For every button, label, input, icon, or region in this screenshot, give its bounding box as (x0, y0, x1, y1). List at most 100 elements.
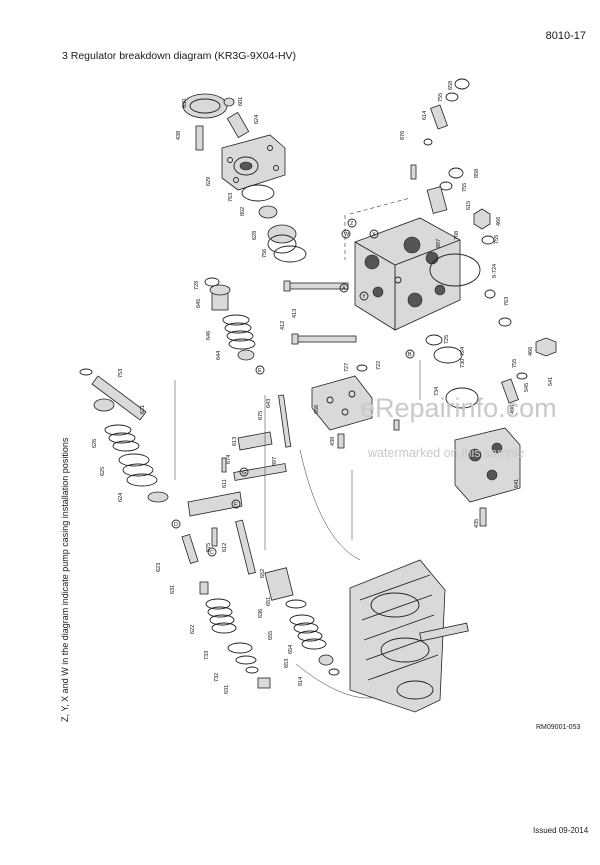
marker-c (207, 547, 217, 557)
o-ring-755 (445, 92, 459, 102)
part-label: 651 (266, 597, 272, 606)
marker-e (255, 365, 265, 375)
part-label: 624 (254, 115, 260, 124)
page-number: 8010-17 (545, 30, 586, 42)
issued-date: Issued 09-2014 (533, 826, 589, 835)
part-label: 412 (280, 321, 286, 330)
marker-b (405, 349, 415, 359)
spool-652 (235, 519, 256, 575)
marker-d (171, 519, 181, 529)
left-spring-stack (204, 277, 256, 361)
spring-625 (118, 453, 158, 487)
marker-letter: C (210, 550, 214, 556)
plug-614 (430, 104, 448, 130)
part-label: 722 (376, 361, 382, 370)
regulator-body (354, 217, 512, 331)
marker-letter: F (234, 502, 238, 508)
o-ring-730 (433, 346, 463, 364)
part-label: 734 (434, 387, 440, 396)
marker-letter: G (242, 470, 246, 476)
part-label: 615 (466, 201, 472, 210)
bolt-438 (195, 125, 204, 151)
watermark: eRepairinfo.com (360, 393, 557, 423)
upper-right-small-parts (410, 78, 495, 245)
part-label: 611 (222, 479, 228, 488)
position-marker-letters: Z W X Y A B C D E F G (174, 221, 412, 556)
piston-621 (91, 375, 147, 421)
lever-611 (233, 463, 287, 481)
bolt-413 (287, 282, 349, 290)
part-label: 626 (92, 439, 98, 448)
bolt-412 (295, 335, 357, 343)
part-label: 630 (182, 99, 188, 108)
spring-654 (289, 614, 327, 650)
marker-letter: E (258, 368, 262, 374)
marker-letter: A (342, 286, 346, 292)
marker-z (347, 218, 357, 228)
part-label: 601 (238, 97, 244, 106)
marker-letter: X (372, 232, 376, 238)
gasket-708 (429, 253, 481, 287)
part-label: 438 (330, 437, 336, 446)
part-label: 674 (226, 455, 232, 464)
leader-lines (174, 197, 421, 699)
part-label: 658 (448, 81, 454, 90)
ring-658 (454, 78, 470, 90)
part-label: 753 (118, 369, 124, 378)
flange-plate-656 (311, 364, 373, 449)
fitting-545 (501, 378, 519, 404)
part-label: 675 (258, 411, 264, 420)
part-label: 643 (266, 399, 272, 408)
part-label: 858 (474, 169, 480, 178)
part-label: 708 (454, 231, 460, 240)
assembled-spool-view (349, 559, 469, 713)
bolt-435 (479, 507, 487, 527)
part-label: 652 (260, 569, 266, 578)
part-label: 541 (548, 377, 554, 386)
part-label: 438 (176, 131, 182, 140)
spring-622 (205, 598, 237, 634)
part-label: 755 (438, 93, 444, 102)
part-label: 496 (510, 405, 516, 414)
marker-letter: W (344, 232, 350, 238)
part-label: 435 (474, 519, 480, 528)
part-label: 732 (214, 673, 220, 682)
right-cover-641 (393, 334, 557, 527)
figure-reference: RM09001-053 (536, 724, 581, 731)
part-label: 876 (400, 131, 406, 140)
part-label: 727 (344, 363, 350, 372)
pin-631 (199, 581, 209, 595)
marker-a (339, 283, 349, 293)
seat-644 (237, 349, 255, 361)
o-ring-756 (273, 245, 307, 263)
bolt-438-lower (337, 433, 345, 449)
part-label: 631 (224, 685, 230, 694)
spool-group (181, 519, 340, 689)
seat-653 (318, 654, 334, 666)
marker-letter: Y (362, 294, 366, 300)
part-label: 897 (436, 239, 442, 248)
part-label: 628 (252, 231, 258, 240)
lever-613 (237, 431, 273, 451)
part-label: 625 (100, 467, 106, 476)
lever-linkage (187, 394, 292, 547)
part-label: 730 (460, 359, 466, 368)
marker-y (359, 291, 369, 301)
pin-623 (181, 533, 199, 565)
part-label: 624 (118, 493, 124, 502)
nut-601 (223, 97, 235, 107)
part-labels: 630 438 601 624 629 763 802 628 756 658 … (92, 81, 554, 694)
part-label: 653 (284, 659, 290, 668)
spring-626 (104, 424, 140, 452)
cap-631 (257, 677, 271, 689)
plug-466 (473, 208, 491, 230)
part-label: 725 (444, 335, 450, 344)
part-label: 641 (514, 479, 520, 488)
o-ring-763 (241, 184, 275, 202)
part-label: 466 (528, 347, 534, 356)
marker-x (369, 229, 379, 239)
link-612 (187, 491, 243, 517)
part-label: 629 (206, 177, 212, 186)
part-label: 802 (240, 207, 246, 216)
part-label: 656 (314, 405, 320, 414)
